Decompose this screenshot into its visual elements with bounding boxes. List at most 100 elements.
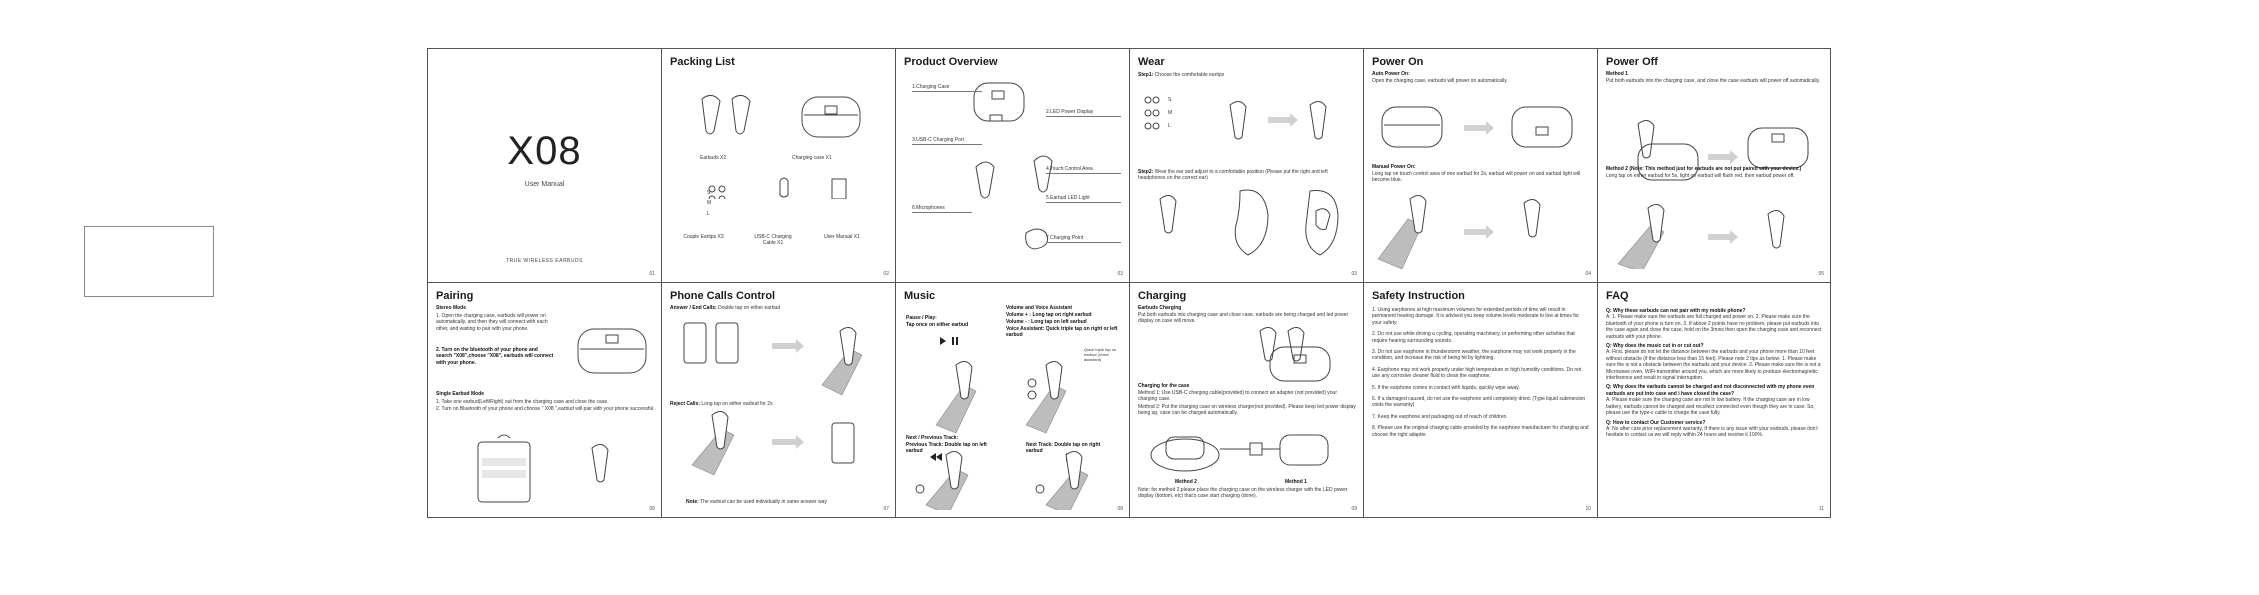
- cover-panel: X08 User Manual TRUE WIRELESS EARBUDS 01: [428, 49, 662, 283]
- callout-touch-area: 4.Touch Control Area: [1046, 166, 1121, 174]
- size-s-label: S: [1168, 97, 1172, 103]
- method2-label: Method 2: [1175, 479, 1197, 485]
- manual-power-heading: Manual Power On:: [1372, 164, 1416, 170]
- size-l-label: L: [707, 211, 710, 217]
- page-number: 04: [1585, 271, 1591, 277]
- safety-item: 1. Using earphones at high maximum volum…: [1372, 307, 1580, 326]
- quick-triple-note: Quick triple tap on earbud (Voice assist…: [1084, 347, 1117, 362]
- packing-panel: Packing List Earbuds X2 Charging case X1…: [662, 49, 896, 283]
- volume-heading: Volume and Voice Assistant: [1006, 305, 1073, 311]
- faq-answer: A: 1. Please make sure the earbuds are f…: [1606, 314, 1822, 340]
- section-title: Charging: [1138, 290, 1187, 302]
- auto-power-text: Open the charging case, earbuds will pow…: [1372, 78, 1508, 84]
- poweron-illustrations: [1377, 106, 1573, 269]
- step1-label: Step1:: [1138, 72, 1154, 78]
- page-number: 07: [883, 506, 889, 512]
- pairing-phone-illustration: [477, 434, 609, 503]
- wear-panel: Wear Step1: Choose the comfortable earti…: [1130, 49, 1364, 283]
- next-track-text: Next Track: Double tap on right earbud: [1026, 442, 1101, 455]
- cover-footer: TRUE WIRELESS EARBUDS: [506, 258, 583, 264]
- method2-note: (Note: This method just for earbuds are …: [1629, 166, 1802, 172]
- answer-heading: Answer / End Calls:: [670, 305, 717, 311]
- stereo-step1: 1. Open the charging case, earbuds will …: [436, 313, 548, 332]
- earbuds-caption: Earbuds X2: [700, 155, 727, 161]
- single-step1: 1. Take one earbud(Left/Right) out from …: [436, 399, 609, 405]
- method2-text: Method 2: Put the charging case on wirel…: [1138, 404, 1356, 417]
- manual-sheet: X08 User Manual TRUE WIRELESS EARBUDS 01…: [427, 48, 1831, 518]
- wear-illustrations: [1144, 96, 1339, 256]
- safety-item: 4. Earphone may not work properly under …: [1372, 366, 1582, 380]
- page-number: 05: [1818, 271, 1824, 277]
- poweroff-illustrations: [1617, 120, 1809, 269]
- poweron-panel: Power On Auto Power On: Open the chargin…: [1364, 49, 1598, 283]
- safety-list: 1. Using earphones at high maximum volum…: [1372, 307, 1590, 443]
- callout-microphones: 6.Microphones: [912, 205, 972, 213]
- method2-heading: Method 2: [1606, 166, 1628, 172]
- safety-item: 8. Please use the original charging cabl…: [1372, 425, 1589, 438]
- volume-up-text: Volume + : Long tap on right earbud: [1006, 312, 1092, 318]
- section-title: Wear: [1138, 56, 1165, 68]
- eartips-caption: Couple Eartips X3: [683, 234, 724, 240]
- callout-led-display: 2.LED Power Display: [1046, 109, 1121, 117]
- section-title: Pairing: [436, 290, 474, 302]
- faq-answer: A: No after care prior replacement warra…: [1606, 425, 1818, 439]
- poweroff-panel: Power Off Method 1 Put both earbuds into…: [1598, 49, 1830, 283]
- method1-label: Method 1: [1285, 479, 1307, 485]
- section-title: Music: [904, 290, 936, 302]
- page-number: 11: [1818, 506, 1824, 512]
- section-title: Product Overview: [904, 56, 998, 68]
- cover-subtitle: User Manual: [524, 181, 565, 188]
- method2-text: Long tap on either earbud for 5s, light …: [1606, 173, 1795, 179]
- section-title: Safety Instruction: [1372, 290, 1465, 302]
- charging-case-illustration: [1259, 327, 1331, 382]
- faq-question: Q: Why does the music cut in or cut out?: [1606, 343, 1704, 350]
- page-number: 10: [1585, 506, 1591, 512]
- safety-panel: Safety Instruction 1. Using earphones at…: [1364, 283, 1598, 517]
- size-s-label: S: [707, 190, 711, 196]
- page-number: 06: [649, 506, 655, 512]
- safety-item: 2. Do not use while driving a cycling, o…: [1372, 331, 1575, 344]
- earbuds-charging-heading: Earbuds Charging: [1138, 305, 1182, 311]
- voice-assistant-text: Voice Assistant: Quick triple tap on rig…: [1006, 326, 1118, 339]
- reject-text: Long tap on either earbud for 2s: [701, 401, 773, 407]
- method1-text: Put both earbuds into the charging case,…: [1606, 78, 1821, 84]
- play-heading: Pause / Play:: [906, 315, 937, 321]
- size-m-label: M: [1168, 110, 1173, 116]
- calls-panel: Phone Calls Control Answer / End Calls: …: [662, 283, 896, 517]
- charging-panel: Charging Earbuds Charging Put both earbu…: [1130, 283, 1364, 517]
- earbuds-charging-text: Put both earbuds into charging case and …: [1138, 312, 1349, 325]
- faq-answer: A: Please make sure the charging case ar…: [1606, 397, 1815, 417]
- page-number: 01: [649, 271, 655, 277]
- step2-text: Wear the ear and adjust to a comfortable…: [1138, 169, 1328, 182]
- music-panel: Music Pause / Play: Tap once on either e…: [896, 283, 1130, 517]
- step2-label: Step2:: [1138, 169, 1154, 175]
- page-number: 03: [1351, 271, 1357, 277]
- page-number: 08: [1117, 506, 1123, 512]
- section-title: Phone Calls Control: [670, 290, 776, 302]
- safety-item: 6. If a damaged caused, do not use the e…: [1372, 396, 1586, 409]
- faq-panel: FAQ Q: Why these earbuds can not pair wi…: [1598, 283, 1830, 517]
- cable-caption: USB-C Charging Cable X1: [754, 234, 792, 246]
- safety-item: 3. Do not use earphone in thunderstorm w…: [1372, 349, 1576, 362]
- section-title: Packing List: [670, 56, 735, 68]
- faq-answer: A: First, please do not let the distance…: [1606, 349, 1821, 382]
- page-number: 03: [1117, 271, 1123, 277]
- stereo-step2: 2. Turn on the bluetooth of your phone a…: [436, 347, 554, 366]
- page-number: 09: [1351, 506, 1357, 512]
- case-caption: Charging case X1: [792, 155, 832, 161]
- play-text: Tap once on either earbud: [906, 322, 969, 328]
- overview-illustrations: [973, 82, 1053, 250]
- previous-track-text: Previous Track: Double tap on left earbu…: [906, 442, 987, 455]
- reject-heading: Reject Calls:: [670, 401, 701, 407]
- single-step2: 2. Turn on Bluetooth of your phone and c…: [436, 406, 655, 412]
- callout-charging-case: 1.Charging Case: [912, 84, 982, 92]
- page-number: 02: [883, 271, 889, 277]
- manual-power-text: Long tap on touch control area of one ea…: [1372, 171, 1581, 184]
- charging-methods-illustration: [1150, 434, 1329, 472]
- calls-illustrations: [683, 322, 863, 476]
- blank-card: [84, 226, 214, 297]
- volume-down-text: Volume - : Long tap on left earbud: [1006, 319, 1087, 325]
- stereo-heading: Stereo Mode: [436, 305, 467, 311]
- method1-heading: Method 1: [1606, 71, 1628, 77]
- section-title: FAQ: [1606, 290, 1629, 302]
